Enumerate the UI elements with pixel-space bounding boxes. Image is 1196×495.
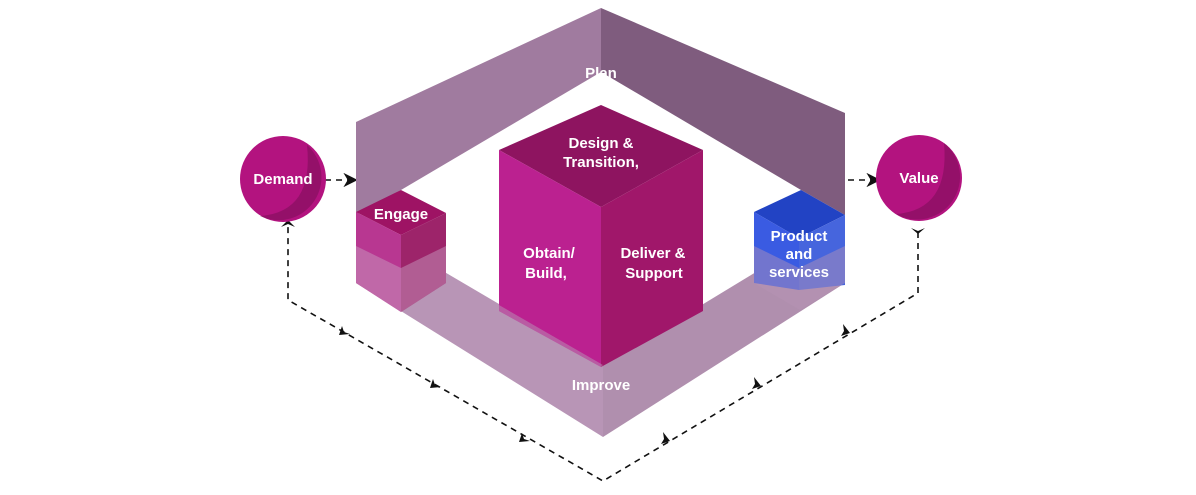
value-label: Value <box>899 170 938 187</box>
improve-label: Improve <box>572 377 630 394</box>
design-label-line2: Transition, <box>563 154 639 171</box>
chevron-icon <box>281 220 295 227</box>
chevron-icon <box>339 326 350 335</box>
engage-cube <box>356 190 446 312</box>
product-cube <box>754 190 845 310</box>
deliver-label-line1: Deliver & <box>620 245 685 262</box>
central-cube <box>499 105 703 367</box>
value-node: Value <box>876 135 962 221</box>
chevron-icon <box>752 377 761 389</box>
chevron-icon <box>519 433 530 442</box>
loop-chevrons <box>281 220 925 444</box>
product-label-line1: Product <box>771 228 828 245</box>
plan-wall <box>356 8 845 215</box>
deliver-label-line2: Support <box>625 265 683 282</box>
design-label-line1: Design & <box>568 135 633 152</box>
chevron-icon <box>430 379 441 388</box>
feedback-loop <box>287 172 919 482</box>
loop-line <box>287 225 919 482</box>
demand-node: Demand <box>240 136 329 225</box>
chevron-icon <box>661 432 670 444</box>
engage-label: Engage <box>374 206 428 223</box>
plan-label: Plan <box>585 65 617 82</box>
demand-label: Demand <box>253 171 312 188</box>
obtain-label-line1: Obtain/ <box>523 245 575 262</box>
obtain-label-line2: Build, <box>525 265 567 282</box>
chevron-icon <box>841 324 850 336</box>
product-label-line3: services <box>769 264 829 281</box>
product-label-line2: and <box>786 246 813 263</box>
chevron-icon <box>911 228 925 234</box>
